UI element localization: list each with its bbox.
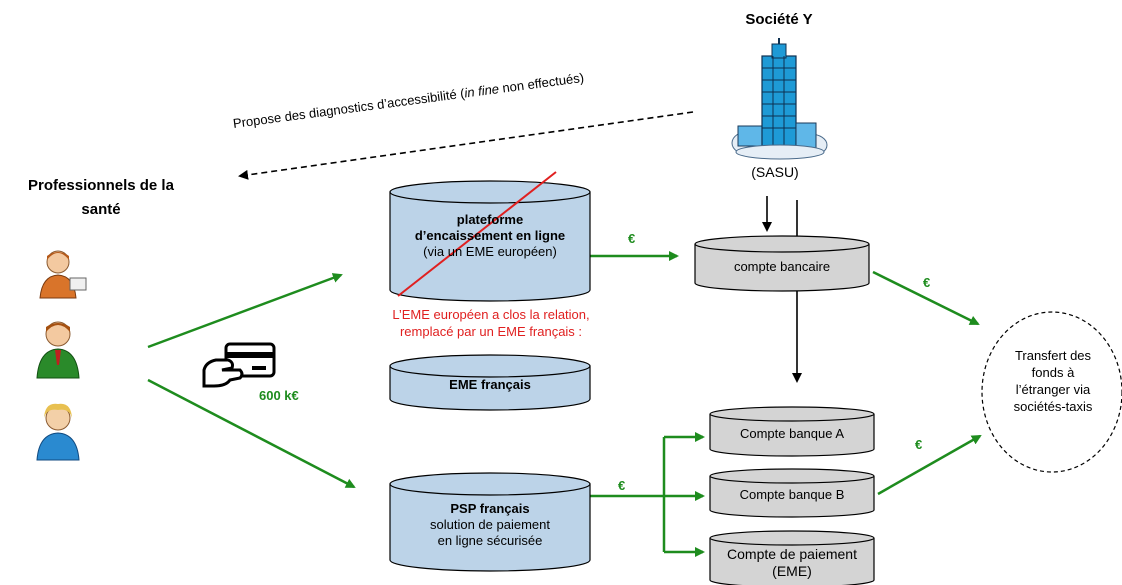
psp-line3: en ligne sécurisée [437, 533, 543, 548]
compte-bancaire-label: compte bancaire [733, 259, 831, 274]
card-payment-icon [202, 342, 276, 388]
euro-label-platform: € [628, 231, 636, 246]
platform-text: plateforme d’encaissement en ligne (via … [390, 212, 590, 260]
platform-line3: (via un EME européen) [423, 244, 557, 259]
transfer-line3: l’étranger via [1015, 382, 1091, 397]
company-type: (SASU) [751, 164, 799, 180]
euro-label-bank-transfer: € [923, 275, 931, 290]
compte-bancaire-cylinder [694, 235, 870, 292]
professionals-title: Professionnels de la santé [0, 174, 202, 222]
platform-line2: d’encaissement en ligne [414, 228, 566, 243]
compte-paiement-line2: (EME) [772, 563, 812, 579]
compte-paiement-line1: Compte de paiement [727, 546, 857, 562]
psp-cylinder [389, 472, 591, 572]
transfer-line4: sociétés-taxis [1013, 399, 1093, 414]
euro-label-compteb-transfer: € [915, 437, 923, 452]
compte-a-cylinder [709, 406, 875, 457]
eme-francais-label: EME français [449, 377, 531, 392]
professional-person-icon-3 [36, 403, 80, 461]
transfer-dashed-circle [981, 311, 1122, 473]
euro-label-psp: € [618, 478, 626, 493]
payment-amount: 600 k€ [259, 388, 299, 403]
diagnostics-dashed-arrow [238, 111, 694, 180]
platform-cylinder [389, 180, 591, 302]
eme-closure-note-line2: remplacé par un EME français : [399, 324, 583, 339]
arrow-to-platform [147, 273, 343, 349]
professional-person-icon-2 [36, 321, 80, 379]
professional-person-icon-1 [39, 250, 87, 299]
platform-line1: plateforme [456, 212, 524, 227]
psp-text: PSP français solution de paiement en lig… [390, 501, 590, 549]
arrow-compteb-to-transfer [877, 434, 982, 496]
platform-strike-line [397, 171, 557, 297]
compte-paiement-cylinder [709, 530, 875, 585]
transfer-line1: Transfert des [1014, 348, 1092, 363]
eme-francais-cylinder [389, 354, 591, 411]
compte-b-label: Compte banque B [739, 487, 845, 502]
eme-closure-note-line1: L’EME européen a clos la relation, [392, 307, 590, 322]
office-building-icon [731, 38, 828, 160]
company-name: Société Y [745, 11, 813, 28]
transfer-line2: fonds à [1031, 365, 1075, 380]
psp-line1: PSP français [450, 501, 530, 516]
psp-line2: solution de paiement [430, 517, 550, 532]
professionals-title-line1: Professionnels de la [28, 177, 174, 194]
compte-a-label: Compte banque A [739, 426, 845, 441]
eme-closure-note: L’EME européen a clos la relation, rempl… [350, 306, 632, 340]
compte-paiement-text: Compte de paiement (EME) [706, 546, 878, 580]
arrow-to-psp [147, 378, 356, 489]
professionals-title-line2: santé [81, 201, 121, 218]
compte-b-cylinder [709, 468, 875, 518]
arrow-bank-to-transfer [872, 270, 980, 326]
transfer-text: Transfert des fonds à l’étranger via soc… [992, 347, 1114, 415]
